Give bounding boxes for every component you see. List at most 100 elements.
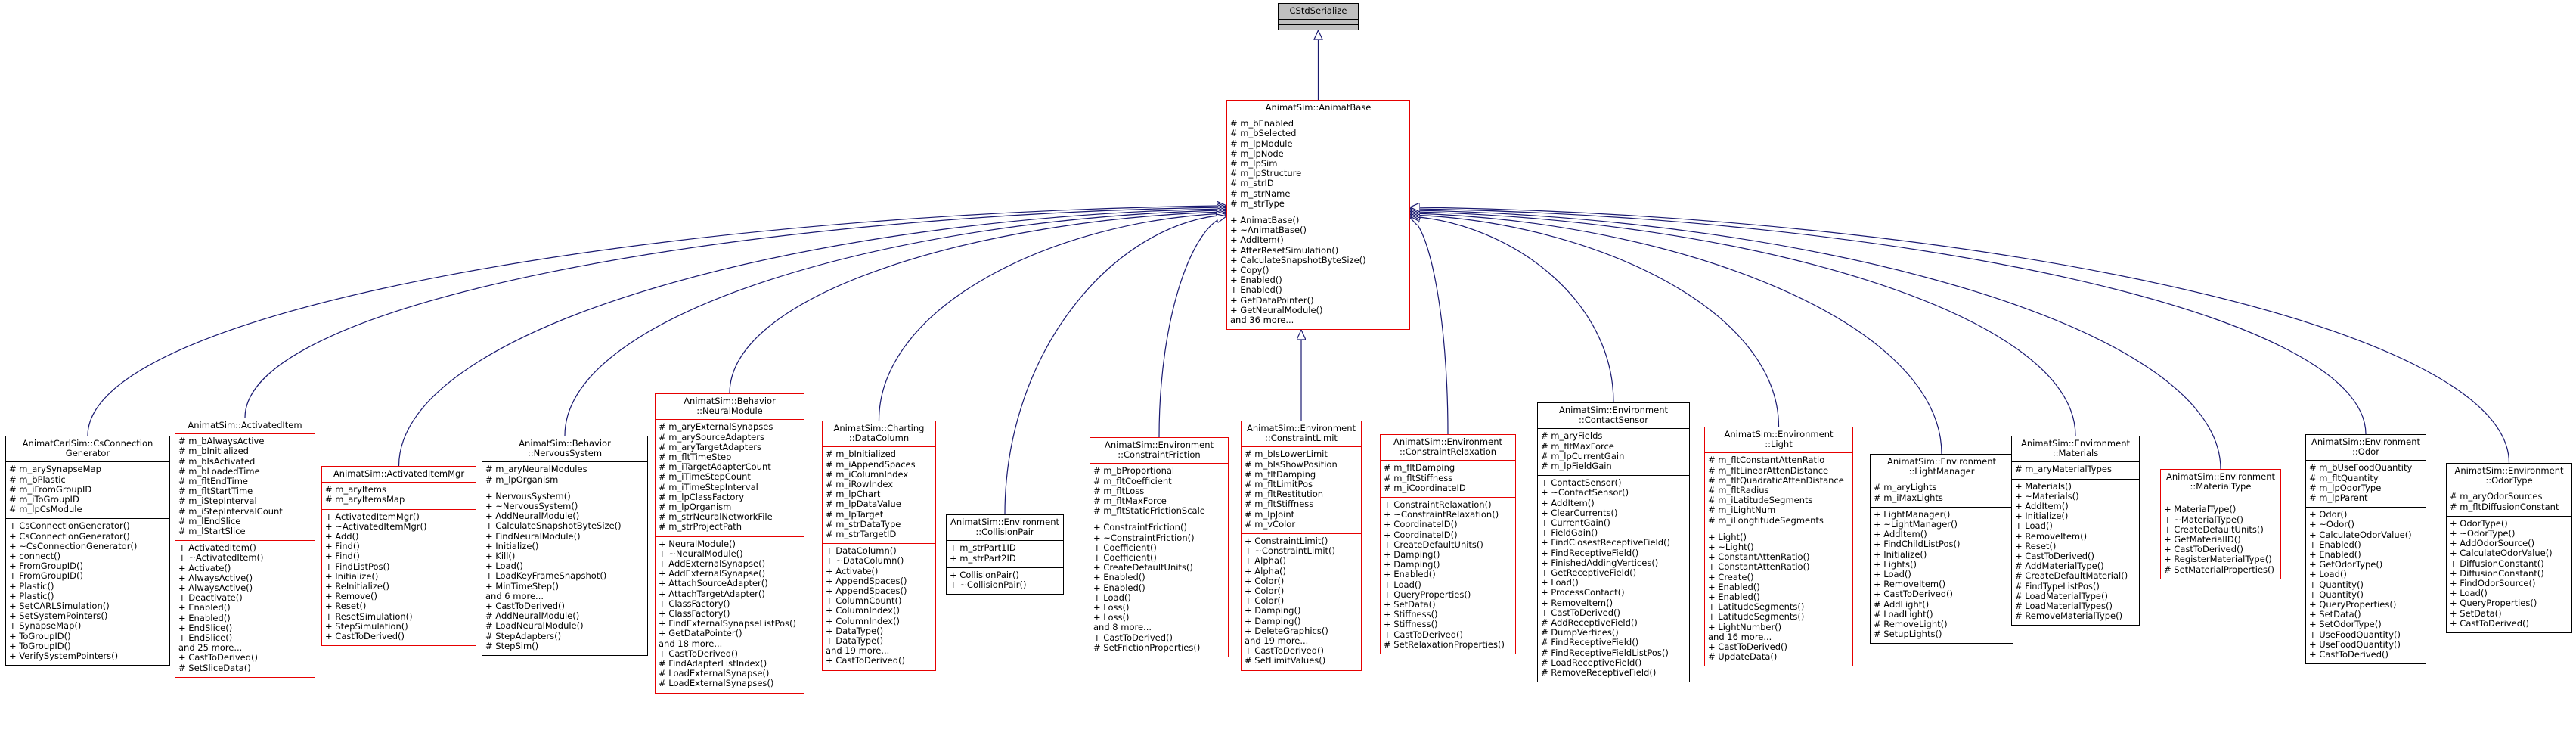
- class-data-column[interactable]: AnimatSim::Charting::DataColumn# m_bInit…: [822, 421, 936, 671]
- member-line: # m_iCoordinateID: [1384, 482, 1466, 493]
- class-animatbase[interactable]: AnimatSim::AnimatBase # m_bEnabled# m_bS…: [1226, 100, 1410, 331]
- member-line: + CastToDerived(): [2450, 617, 2529, 629]
- class-material-type[interactable]: AnimatSim::Environment::MaterialType+ Ma…: [2160, 469, 2281, 579]
- member-line: + FinishedAddingVertices(): [1541, 557, 1659, 568]
- member-line: + CastToDerived(): [1384, 629, 1463, 640]
- member-line: + ReInitialize(): [325, 581, 389, 592]
- member-line: + ~Materials(): [2015, 490, 2079, 502]
- class-title: ::NeuralModule: [696, 405, 763, 417]
- member-line: # m_lpStructure: [1230, 168, 1302, 179]
- edge-inheritance: [1410, 212, 2076, 436]
- member-line: + CalculateOdorValue(): [2309, 529, 2412, 540]
- member-line: + EndSlice(): [178, 622, 233, 633]
- member-line: # DumpVertices(): [1541, 627, 1619, 638]
- class-cstdserialize[interactable]: CStdSerialize: [1278, 3, 1359, 31]
- member-line: + ~NervousSystem(): [485, 501, 578, 512]
- member-line: + connect(): [9, 551, 61, 562]
- member-line: + ConstraintLimit(): [1245, 536, 1328, 547]
- member-line: + ~Odor(): [2309, 519, 2355, 530]
- class-attributes: # m_aryNeuralModules# m_lpOrganism: [482, 461, 647, 488]
- member-line: + Damping(): [1384, 559, 1440, 570]
- member-line: # m_iColumnIndex: [826, 468, 909, 480]
- member-line: + Coefficient(): [1093, 542, 1157, 553]
- member-line: # AddNeuralModule(): [485, 610, 580, 622]
- member-line: # m_iLightNum: [1708, 505, 1776, 516]
- class-activated-item[interactable]: AnimatSim::ActivatedItem# m_bAlwaysActiv…: [175, 418, 315, 678]
- edge-inheritance: [1410, 210, 2221, 470]
- class-light-manager[interactable]: AnimatSim::Environment::LightManager# m_…: [1870, 454, 2013, 644]
- member-line: + LightNumber(): [1708, 621, 1782, 632]
- edge-inheritance: [1410, 215, 1780, 427]
- member-line: + GetDataPointer(): [659, 628, 742, 639]
- member-line: + GetReceptiveField(): [1541, 567, 1637, 579]
- class-odor[interactable]: AnimatSim::Environment::Odor# m_bUseFood…: [2305, 434, 2426, 665]
- class-constraint-relaxation[interactable]: AnimatSim::Environment::ConstraintRelaxa…: [1380, 434, 1516, 655]
- class-methods: + Odor()+ ~Odor()+ CalculateOdorValue()+…: [2306, 507, 2426, 663]
- class-constraint-limit[interactable]: AnimatSim::Environment::ConstraintLimit#…: [1241, 421, 1362, 671]
- member-line: + Enabled(): [1708, 581, 1760, 592]
- class-odor-type[interactable]: AnimatSim::Environment::OdorType# m_aryO…: [2446, 463, 2572, 634]
- member-line: + CreateDefaultUnits(): [2164, 523, 2264, 535]
- class-title: ::ConstraintLimit: [1265, 433, 1338, 444]
- member-line: + Initialize(): [325, 570, 379, 582]
- member-line: # AddLight(): [1874, 598, 1930, 610]
- member-line: + CastToDerived(): [1245, 645, 1324, 657]
- member-line: # StepSim(): [485, 640, 539, 651]
- edge-inheritance: [1158, 216, 1226, 438]
- class-title: CStdSerialize: [1289, 5, 1347, 16]
- member-line: + Damping(): [1245, 615, 1301, 626]
- member-line: + OdorType(): [2450, 517, 2508, 529]
- member-line: + m_strPart2ID: [950, 552, 1016, 564]
- member-line: # m_fltStartTime: [178, 486, 253, 497]
- class-title: AnimatSim::Environment: [2454, 465, 2564, 476]
- class-attributes: [1279, 19, 1358, 24]
- member-line: # RemoveLight(): [1874, 619, 1948, 630]
- class-materials[interactable]: AnimatSim::Environment::Materials# m_ary…: [2011, 436, 2140, 626]
- member-line: + GetDataPointer(): [1230, 294, 1314, 306]
- member-line: # m_iAppendSpaces: [826, 458, 916, 470]
- member-line: + AnimatBase(): [1230, 215, 1300, 226]
- class-title: AnimatSim::Behavior: [519, 438, 611, 449]
- member-line: + CreateDefaultUnits(): [1093, 562, 1193, 573]
- class-activated-item-mgr[interactable]: AnimatSim::ActivatedItemMgr# m_aryItems#…: [321, 466, 476, 647]
- member-line: + VerifySystemPointers(): [9, 651, 119, 662]
- class-title: AnimatSim::Environment: [1887, 456, 1996, 467]
- class-neural-module[interactable]: AnimatSim::Behavior::NeuralModule# m_ary…: [655, 393, 804, 694]
- class-attributes: # m_aryLights# m_iMaxLights: [1871, 480, 2013, 506]
- member-line: + ~ContactSensor(): [1541, 487, 1629, 499]
- class-contact-sensor[interactable]: AnimatSim::Environment::ContactSensor# m…: [1537, 402, 1690, 683]
- class-attributes: # m_aryExternalSynapses# m_arySourceAdap…: [656, 419, 804, 536]
- class-light[interactable]: AnimatSim::Environment::Light# m_fltCons…: [1704, 427, 1853, 667]
- member-line: + ~ConstraintFriction(): [1093, 532, 1195, 543]
- member-line: + AddItem(): [2015, 501, 2069, 512]
- member-line: # m_strName: [1230, 188, 1291, 199]
- member-line: + LoadKeyFrameSnapshot(): [485, 570, 607, 582]
- member-line: + Load(): [2309, 569, 2347, 580]
- member-line: + RemoveItem(): [1541, 597, 1613, 608]
- member-line: + Enabled(): [1230, 275, 1282, 286]
- member-line: and 16 more...: [1708, 631, 1772, 642]
- member-line: + ActivatedItem(): [178, 542, 256, 554]
- class-constraint-friction[interactable]: AnimatSim::Environment::ConstraintFricti…: [1090, 437, 1229, 658]
- member-line: + AlwaysActive(): [178, 572, 253, 583]
- class-title: AnimatSim::Behavior: [684, 396, 776, 406]
- member-line: + Loss(): [1093, 602, 1130, 613]
- class-title: AnimatSim::ActivatedItem: [188, 420, 302, 430]
- member-line: + CastToDerived(): [1541, 607, 1620, 618]
- member-line: # m_strNeuralNetworkFile: [659, 511, 773, 523]
- member-line: # FindReceptiveField(): [1541, 637, 1639, 648]
- member-line: + AlwaysActive(): [178, 582, 253, 594]
- member-line: + Load(): [2015, 520, 2053, 532]
- member-line: + ToGroupID(): [9, 630, 71, 641]
- member-line: + MaterialType(): [2164, 504, 2237, 515]
- class-nervous-system[interactable]: AnimatSim::Behavior::NervousSystem# m_ar…: [482, 436, 648, 657]
- class-title: ::Light: [1765, 439, 1793, 450]
- edge-inheritance: [244, 207, 1226, 418]
- class-title: ::NervousSystem: [527, 448, 603, 459]
- member-line: + FromGroupID(): [9, 561, 84, 572]
- member-line: + Enabled(): [178, 612, 231, 623]
- class-collision-pair[interactable]: AnimatSim::Environment::CollisionPair+ m…: [946, 514, 1064, 595]
- class-title: AnimatSim::Environment: [1393, 436, 1502, 447]
- member-line: + Enabled(): [1708, 592, 1760, 603]
